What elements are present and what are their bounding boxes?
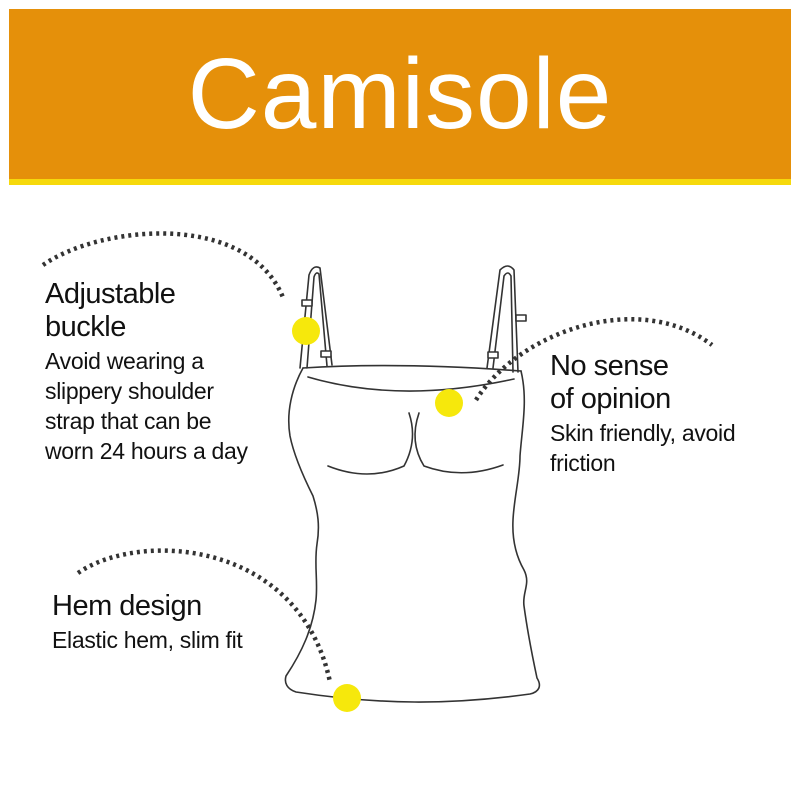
right-strap — [486, 265, 527, 373]
feature-title: Hem design — [52, 590, 202, 622]
feature-title: buckle — [45, 311, 126, 343]
page-title: Camisole — [187, 38, 613, 150]
feature-description: slippery shoulder — [45, 378, 214, 404]
feature-adjustable-buckle: Adjustable buckle Avoid wearing a slippe… — [45, 278, 248, 466]
feature-title: No sense — [550, 350, 669, 382]
callout-line-adjustable-buckle — [41, 231, 287, 301]
marker-dot-adjustable-buckle — [292, 317, 320, 345]
marker-dot-no-sense-of-opinion — [435, 389, 463, 417]
feature-description: Skin friendly, avoid — [550, 420, 736, 446]
left-strap — [299, 266, 333, 369]
title-banner — [9, 9, 791, 179]
feature-hem-design: Hem design Elastic hem, slim fit — [52, 590, 243, 655]
callout-line-no-sense-of-opinion — [474, 317, 714, 402]
feature-title: of opinion — [550, 383, 671, 415]
feature-description: worn 24 hours a day — [45, 438, 248, 464]
banner-stripe — [9, 179, 791, 185]
camisole-body — [284, 367, 541, 703]
feature-no-sense-of-opinion: No sense of opinion Skin friendly, avoid… — [550, 350, 736, 478]
feature-description: Avoid wearing a — [45, 348, 204, 374]
callout-line-hem-design — [76, 548, 333, 683]
neckline-band — [302, 364, 522, 392]
feature-description: strap that can be — [45, 408, 212, 434]
feature-description: Elastic hem, slim fit — [52, 627, 243, 653]
feature-description: friction — [550, 450, 616, 476]
bust-contours — [327, 412, 504, 475]
marker-dot-hem-design — [333, 684, 361, 712]
feature-title: Adjustable — [45, 278, 176, 310]
